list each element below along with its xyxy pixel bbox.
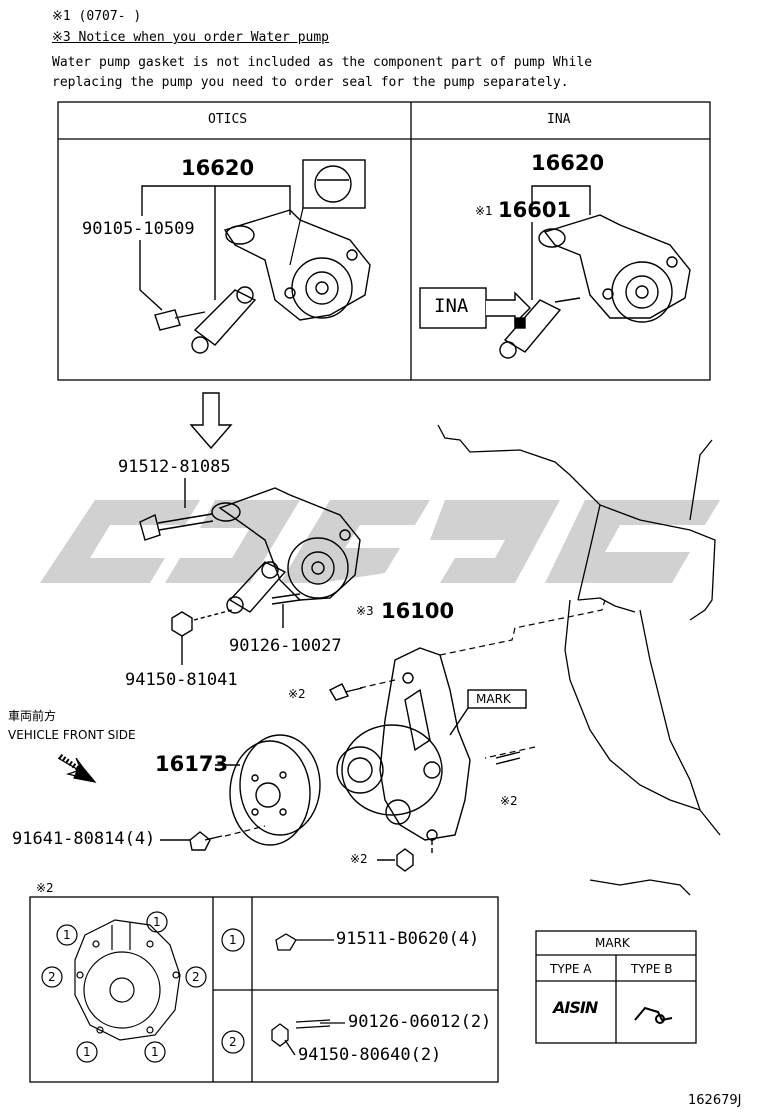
nut-number: 94150-81041	[125, 670, 238, 690]
ref2-nut-label: ※2	[350, 852, 368, 866]
otics-tensioner-drawing	[139, 159, 371, 354]
detail-row2-index: 2	[229, 1035, 237, 1049]
detail-pump-drawing	[41, 911, 245, 1063]
mark-type-b: TYPE B	[631, 962, 673, 976]
note-3-line1: Water pump gasket is not included as the…	[52, 55, 593, 70]
variant-table	[57, 101, 711, 381]
stud-number: 90126-10027	[229, 636, 342, 656]
detail-table	[29, 896, 499, 1083]
detail-row1-part: 91511-B0620(4)	[336, 929, 480, 949]
detail-callout-2a: 2	[48, 970, 56, 984]
front-label-en: VEHICLE FRONT SIDE	[8, 728, 136, 742]
otics-tensioner-number: 16620	[181, 156, 255, 180]
ina-tensioner-drawing	[419, 185, 691, 359]
aisin-logo: AISIN	[553, 998, 598, 1017]
detail-callout-1b: 1	[153, 915, 161, 929]
pulley-drawing	[160, 734, 321, 851]
ina-tensioner-number: 16620	[531, 151, 605, 175]
mark-table	[535, 930, 697, 1044]
ina-label: INA	[434, 295, 469, 317]
note-3-line2: replacing the pump you need to order sea…	[52, 75, 569, 90]
ina-part-number: 16601	[498, 198, 572, 222]
pump-fasteners	[329, 683, 521, 872]
long-bolt-number: 91512-81085	[118, 457, 231, 477]
otics-header: OTICS	[208, 112, 248, 127]
ina-part-prefix: ※1	[475, 204, 493, 218]
detail-row2-part-b: 94150-80640(2)	[298, 1045, 442, 1065]
detail-row2-part-a: 90126-06012(2)	[348, 1012, 492, 1032]
water-pump-number: 16100	[381, 599, 455, 623]
water-pump-prefix: ※3	[356, 604, 374, 618]
figure-id: 162679J	[688, 1093, 742, 1108]
detail-callout-2b: 2	[192, 970, 200, 984]
detail-fasteners	[271, 933, 345, 1056]
installed-tensioner-drawing	[139, 478, 361, 665]
watermark-logo	[40, 500, 720, 583]
ref2-bolt-label: ※2	[288, 687, 306, 701]
pulley-bolt-number: 91641-80814(4)	[12, 829, 156, 849]
mark-type-a: TYPE A	[550, 962, 592, 976]
mark-table-header: MARK	[595, 936, 630, 950]
ref2-stud-label: ※2	[500, 794, 518, 808]
detail-callout-1d: 1	[151, 1045, 159, 1059]
note-3-title: ※3 Notice when you order Water pump	[52, 30, 329, 45]
front-label-jp: 車両前方	[8, 709, 57, 723]
pulley-number: 16173	[155, 752, 229, 776]
detail-title: ※2	[36, 881, 54, 895]
engine-block-outline	[437, 424, 721, 896]
note-1: ※1 (0707- )	[52, 9, 142, 24]
down-arrow-icon	[189, 392, 233, 450]
mark-callout: MARK	[476, 692, 511, 706]
detail-row1-index: 1	[229, 933, 237, 947]
otics-bolt-number: 90105-10509	[82, 219, 195, 239]
front-direction-arrow-icon	[57, 753, 97, 783]
ina-header: INA	[547, 112, 571, 127]
water-pump-drawing	[336, 647, 527, 855]
detail-callout-1a: 1	[63, 928, 71, 942]
detail-callout-1c: 1	[83, 1045, 91, 1059]
